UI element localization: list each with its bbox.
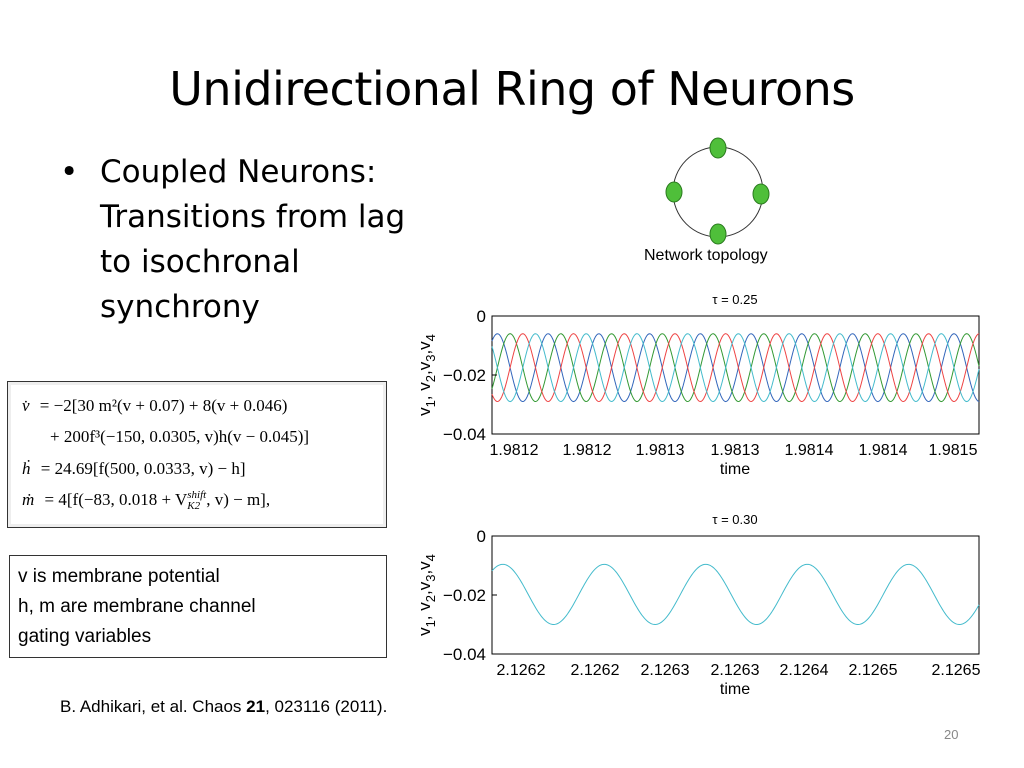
y-label-part: v xyxy=(415,627,434,636)
x-tick-label: 1.9812 xyxy=(490,442,539,459)
series-line-1 xyxy=(491,563,980,626)
x-tick-label: 1.9813 xyxy=(636,442,685,459)
y-label-part: ,v xyxy=(415,361,434,375)
y-label-subscript: 1 xyxy=(423,620,438,627)
x-tick-label: 2.1263 xyxy=(711,662,760,679)
equations-box: v̇ = −2[30 m²(v + 0.07) + 8(v + 0.046) +… xyxy=(7,381,387,528)
x-tick-label: 2.1265 xyxy=(932,662,981,679)
series-line-2 xyxy=(491,333,980,403)
y-label-part: , v xyxy=(415,602,434,620)
y-label-subscript: 2 xyxy=(423,375,438,382)
equation-rhs-end: , v) − m], xyxy=(206,490,271,509)
y-label-subscript: 4 xyxy=(423,334,438,341)
network-topology-diagram: Network topology xyxy=(644,137,770,264)
y-tick-label: −0.04 xyxy=(443,645,486,664)
y-label-subscript: 4 xyxy=(423,554,438,561)
chart-tau-025: τ = 0.25 v1, v2,v3,v4 0 −0.02 −0.04 1.98… xyxy=(415,292,980,478)
definition-line: gating variables xyxy=(18,626,152,647)
x-axis-label: time xyxy=(720,461,750,478)
citation-text: B. Adhikari, et al. Chaos xyxy=(60,697,247,716)
x-tick-label: 2.1264 xyxy=(780,662,829,679)
y-label-subscript: 2 xyxy=(423,595,438,602)
equation-rhs: + 200f³(−150, 0.0305, v)h(v − 0.045)] xyxy=(50,427,310,446)
series-line-1 xyxy=(491,333,980,403)
y-tick-label: 0 xyxy=(477,307,486,326)
chart-title: τ = 0.30 xyxy=(712,512,757,527)
x-tick-label: 1.9814 xyxy=(785,442,834,459)
x-tick-label: 2.1262 xyxy=(571,662,620,679)
bullet-line-2: Transitions from lag xyxy=(100,199,406,235)
equation-row: ḣ = 24.69[f(500, 0.0333, v) − h] xyxy=(22,459,245,479)
superscript: shift xyxy=(187,489,207,502)
y-axis-label-text: v1, v2,v3,v4 xyxy=(415,334,438,416)
chart-title: τ = 0.25 xyxy=(712,292,757,307)
series-group xyxy=(491,333,980,403)
x-tick-label: 1.9815 xyxy=(929,442,978,459)
bullet-dot-icon: • xyxy=(60,154,79,190)
y-label-subscript: 3 xyxy=(423,575,438,582)
bullet-line-4: synchrony xyxy=(100,289,260,325)
neuron-node-top xyxy=(709,137,727,159)
x-tick-label: 1.9812 xyxy=(563,442,612,459)
citation-volume: 21 xyxy=(246,697,266,716)
x-axis-label: time xyxy=(720,681,750,698)
bullet-line-1: Coupled Neurons: xyxy=(100,154,377,190)
series-group xyxy=(491,563,980,626)
citation-text-end: , 023116 (2011). xyxy=(265,697,388,716)
y-tick-label: 0 xyxy=(477,527,486,546)
equation-row: + 200f³(−150, 0.0305, v)h(v − 0.045)] xyxy=(50,427,309,447)
neuron-node-left xyxy=(665,181,683,203)
y-label-part: ,v xyxy=(415,561,434,575)
equation-lhs: ṁ xyxy=(22,490,35,509)
citation: B. Adhikari, et al. Chaos 21, 023116 (20… xyxy=(60,697,387,717)
plot-frame xyxy=(491,315,980,435)
series-line-4 xyxy=(491,333,980,403)
neuron-node-bottom xyxy=(709,223,727,245)
y-label-part: ,v xyxy=(415,341,434,355)
page-number: 20 xyxy=(944,727,959,742)
equation-rhs: = 24.69[f(500, 0.0333, v) − h] xyxy=(40,459,246,478)
x-tick-label: 1.9814 xyxy=(859,442,908,459)
x-tick-label: 1.9813 xyxy=(711,442,760,459)
subscript: K2 xyxy=(187,500,201,513)
y-axis-label: v1, v2,v3,v4 xyxy=(415,334,438,416)
series-line-3 xyxy=(491,333,980,403)
definitions-box: v is membrane potential h, m are membran… xyxy=(9,555,387,658)
definition-line: h, m are membrane channel xyxy=(18,596,256,617)
topology-caption: Network topology xyxy=(644,247,768,264)
y-label-subscript: 3 xyxy=(423,355,438,362)
y-axis-label: v1, v2,v3,v4 xyxy=(415,554,438,636)
bullet-line-3: to isochronal xyxy=(100,244,300,280)
y-axis-label-text: v1, v2,v3,v4 xyxy=(415,554,438,636)
neuron-node-right xyxy=(752,183,770,205)
equation-rhs: = 4[f(−83, 0.018 + V xyxy=(44,490,188,509)
y-label-subscript: 1 xyxy=(423,400,438,407)
y-tick-label: −0.02 xyxy=(443,366,486,385)
equation-lhs: v̇ xyxy=(22,396,30,415)
y-label-part: , v xyxy=(415,382,434,400)
x-tick-label: 2.1265 xyxy=(849,662,898,679)
equation-row: v̇ = −2[30 m²(v + 0.07) + 8(v + 0.046) xyxy=(22,396,287,416)
y-label-part: ,v xyxy=(415,581,434,595)
equation-rhs: = −2[30 m²(v + 0.07) + 8(v + 0.046) xyxy=(39,396,288,415)
slide-title: Unidirectional Ring of Neurons xyxy=(169,62,855,116)
y-tick-label: −0.04 xyxy=(443,425,486,444)
equation-lhs: ḣ xyxy=(22,459,31,478)
x-tick-label: 2.1262 xyxy=(497,662,546,679)
y-tick-label: −0.02 xyxy=(443,586,486,605)
plot-frame xyxy=(491,535,980,655)
x-tick-label: 2.1263 xyxy=(641,662,690,679)
definition-line: v is membrane potential xyxy=(18,566,220,587)
chart-tau-030: τ = 0.30 v1, v2,v3,v4 0 −0.02 −0.04 2.12… xyxy=(415,512,981,698)
y-label-part: v xyxy=(415,407,434,416)
